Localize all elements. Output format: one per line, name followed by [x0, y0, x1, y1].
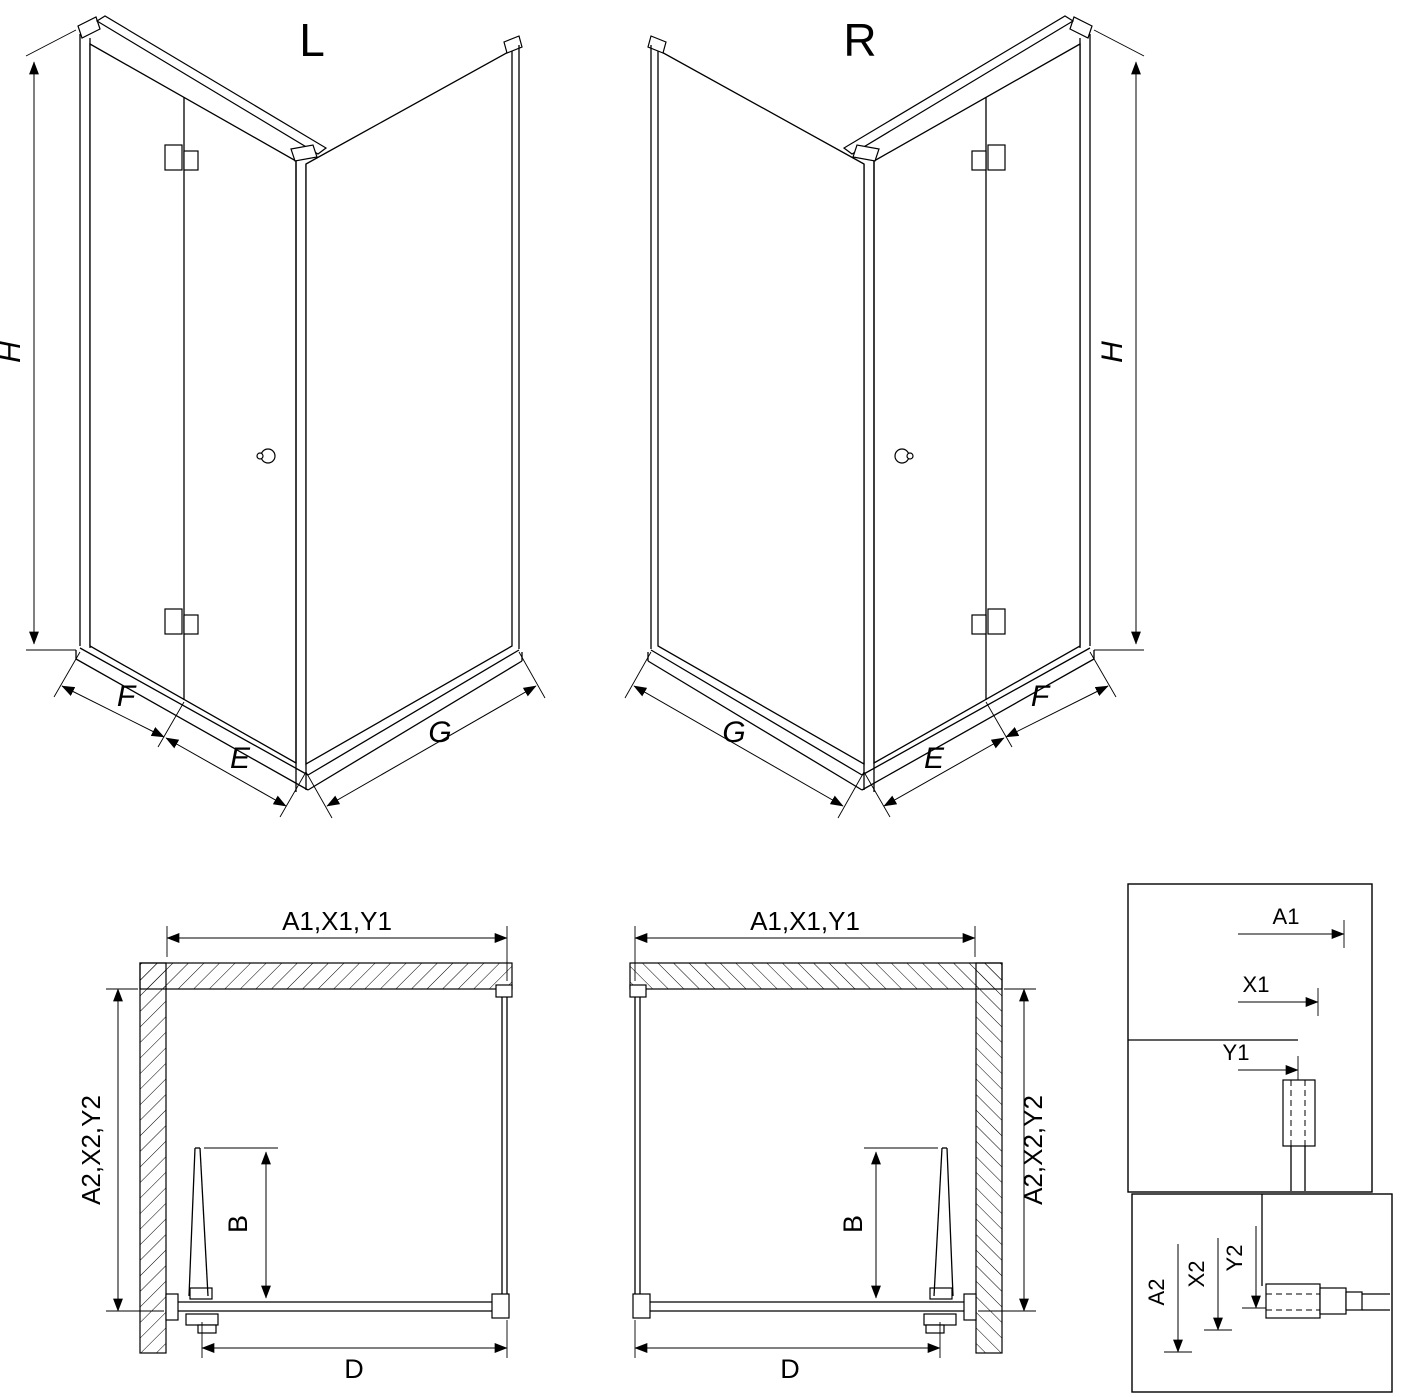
dim-y2-detail: Y2 — [1222, 1226, 1270, 1309]
dim-label-side-right-plan: A2,X2,Y2 — [1018, 1095, 1048, 1205]
iso-enclosure-geometry — [25, 15, 546, 819]
dim-door-opening-line — [204, 1147, 278, 1299]
iso-left-labels: L H F E G — [0, 14, 452, 775]
dim-entry-bottom-line — [201, 1320, 508, 1358]
dim-label-g-right: G — [722, 716, 745, 749]
door-knob-icon — [256, 448, 276, 464]
dim-x2-detail: X2 — [1184, 1238, 1232, 1331]
dim-label-y2: Y2 — [1222, 1245, 1247, 1272]
dim-side-width-line — [305, 651, 546, 819]
dim-label-d-left-plan: D — [344, 1354, 364, 1384]
dim-x1-detail: X1 — [1238, 972, 1319, 1016]
dim-label-top-left-plan: A1,X1,Y1 — [282, 906, 392, 936]
dim-label-b-right-plan: B — [838, 1215, 868, 1233]
dim-label-side-left-plan: A2,X2,Y2 — [76, 1095, 106, 1205]
plan-right-labels: A1,X1,Y1 A2,X2,Y2 B D — [750, 906, 1048, 1384]
dim-label-b-left-plan: B — [223, 1215, 253, 1233]
dim-label-y1: Y1 — [1223, 1040, 1250, 1065]
door-panel-assembly — [89, 42, 297, 765]
dim-label-e-right: E — [924, 742, 945, 775]
wall-top — [139, 962, 513, 990]
detail-depth-box: A2 X2 Y2 — [1131, 1193, 1393, 1393]
dim-label-height-left: H — [0, 341, 27, 363]
dim-label-x2: X2 — [1184, 1261, 1209, 1288]
dim-label-top-right-plan: A1,X1,Y1 — [750, 906, 860, 936]
dim-label-f-right: F — [1031, 680, 1051, 713]
top-hinge-icon — [164, 144, 199, 171]
dim-label-d-right-plan: D — [780, 1354, 800, 1384]
variant-label-left: L — [299, 14, 325, 66]
dim-label-f-left: F — [117, 680, 137, 713]
plan-enclosure-geometry — [106, 926, 513, 1358]
dim-label-x1: X1 — [1243, 972, 1270, 997]
plan-left-labels: A1,X1,Y1 A2,X2,Y2 B D — [76, 906, 392, 1384]
door-track-plan — [165, 1287, 510, 1334]
door-open-plan — [188, 1147, 209, 1297]
plan-right-geometry — [630, 926, 1036, 1358]
dim-label-a2: A2 — [1144, 1279, 1169, 1306]
dim-depth-side-line — [106, 988, 164, 1312]
dim-label-g-left: G — [428, 716, 451, 749]
dim-label-a1: A1 — [1273, 904, 1300, 929]
end-profile — [503, 35, 523, 649]
dim-a1-detail: A1 — [1238, 904, 1345, 948]
dim-front-widths-line — [53, 651, 307, 818]
wall-profile-detail-bottom — [1265, 1283, 1390, 1319]
side-panel-plan — [495, 984, 513, 1302]
detail-width-box: A1 X1 Y1 — [1127, 883, 1373, 1193]
bottom-hinge-icon — [164, 608, 199, 635]
top-support-bar — [95, 15, 328, 155]
wall-side — [139, 962, 167, 1354]
wall-profile-detail-top — [1282, 1079, 1316, 1191]
iso-right-labels: R H F E G — [722, 14, 1129, 775]
side-glass-panel — [305, 48, 513, 766]
variant-label-right: R — [843, 14, 876, 66]
dim-width-top-line — [166, 926, 508, 981]
dim-a2-detail: A2 — [1144, 1244, 1192, 1353]
dim-height-line — [25, 29, 77, 651]
dim-label-e-left: E — [230, 742, 251, 775]
dim-y1-detail: Y1 — [1223, 1040, 1299, 1084]
iso-right-geometry — [625, 16, 1144, 818]
dim-label-height-right: H — [1096, 341, 1129, 363]
